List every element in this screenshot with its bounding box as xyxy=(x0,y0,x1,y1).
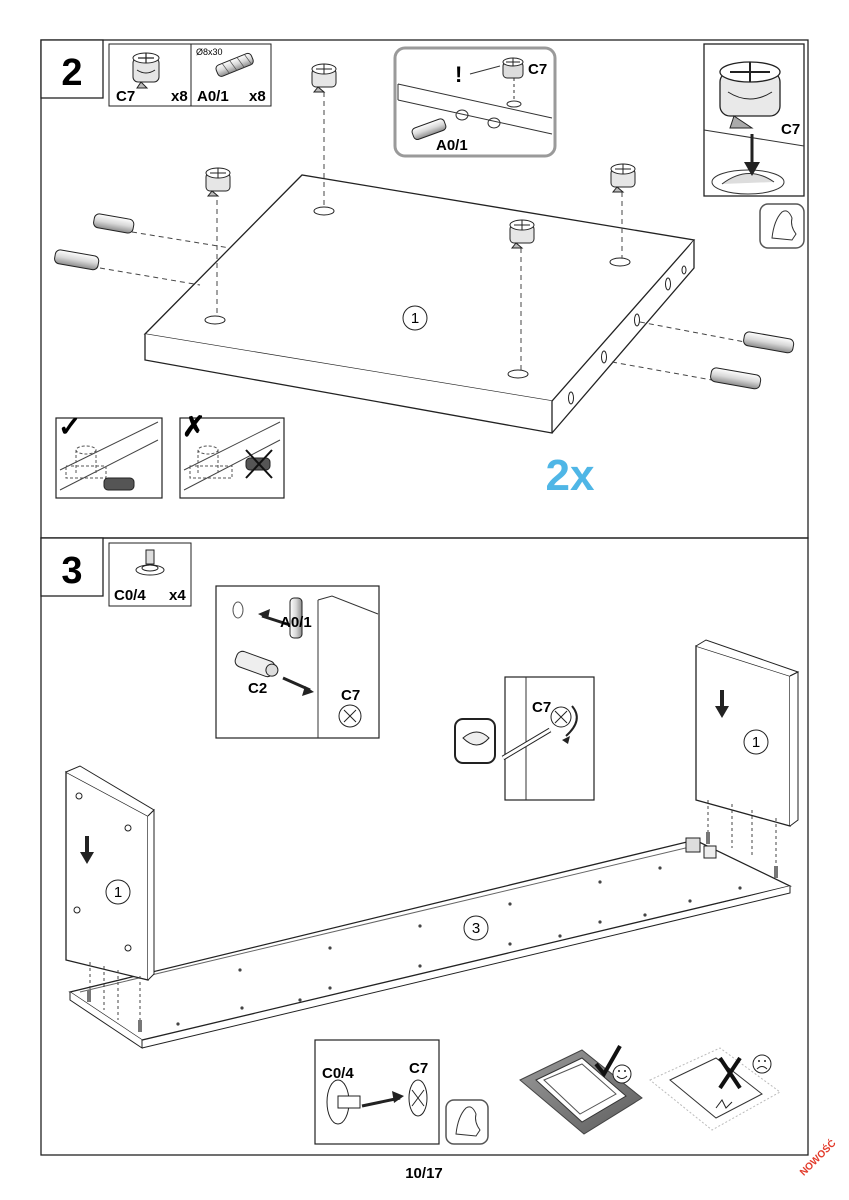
step-2-part-qty-2: x8 xyxy=(249,88,266,105)
step-3-number-box xyxy=(40,537,104,597)
dowel-parts xyxy=(54,213,795,390)
inset-dowel-label: A0/1 xyxy=(280,614,312,631)
step-2-section: 2 C7 x8 Ø8x30 A0/1 x8 xyxy=(40,39,809,539)
leveler-inset: C0/4 C7 xyxy=(314,1039,440,1145)
leveler-foot-icon xyxy=(135,549,165,576)
cam-detail-box: C7 xyxy=(703,43,805,197)
right-panel-label: 1 xyxy=(752,734,760,751)
right-side-panel: 1 xyxy=(685,639,800,878)
screwdriver-inset: C7 xyxy=(501,676,595,801)
panel-1-label: 1 xyxy=(411,310,419,327)
step-2-number-box xyxy=(40,39,104,99)
correct-mark: ✓ xyxy=(58,411,81,442)
step-2-part-qty-1: x8 xyxy=(171,88,188,105)
bottom-cam-label: C7 xyxy=(409,1060,428,1077)
step-3-border xyxy=(40,537,809,1156)
connector-inset: A0/1 C2 C7 xyxy=(215,585,380,739)
inset-connector-label: C2 xyxy=(248,680,267,697)
dowel-icon xyxy=(215,52,254,77)
step-3-section: 3 C0/4 x4 A0/1 C2 xyxy=(40,537,809,1156)
detail-cam-label: C7 xyxy=(781,121,800,138)
hand-tool-icon xyxy=(759,203,805,249)
hand-tool-icon-step3 xyxy=(445,1099,489,1145)
screwdriver-tool-icon xyxy=(454,718,496,764)
base-panel-label: 3 xyxy=(472,920,480,937)
screwdriver-cam-label: C7 xyxy=(532,699,551,716)
left-side-panel: 1 xyxy=(65,765,155,1032)
assemble-on-rug-good xyxy=(519,1045,643,1135)
repeat-multiplier: 2x xyxy=(546,451,595,500)
incorrect-mark: ✗ xyxy=(182,411,205,442)
new-product-badge: NOWOŚĆ xyxy=(797,1137,839,1179)
correct-dowel-inset: ✓ xyxy=(55,411,163,499)
panel-1-board: 1 xyxy=(143,174,696,434)
step-2-guide-lines xyxy=(99,92,746,381)
cam-lock-icon xyxy=(132,52,160,89)
step-2-part-code-1: C7 xyxy=(116,88,135,105)
page-number: 10/17 xyxy=(405,1165,443,1182)
callout-cam-label: C7 xyxy=(528,61,547,78)
panel-3-base: 3 xyxy=(68,839,792,1049)
step-3-part-qty-1: x4 xyxy=(169,587,186,604)
assemble-on-bare-floor-bad xyxy=(649,1047,781,1131)
cam-lock-parts xyxy=(205,63,636,249)
step-2-dowel-size: Ø8x30 xyxy=(196,47,223,57)
callout-dowel xyxy=(411,118,447,141)
bottom-foot-label: C0/4 xyxy=(322,1065,354,1082)
callout-dowel-label: A0/1 xyxy=(436,137,468,154)
warning-mark: ! xyxy=(455,62,462,87)
step-3-number: 3 xyxy=(61,550,82,592)
step-3-part-code-1: C0/4 xyxy=(114,587,146,604)
step-3-parts-box: C0/4 x4 xyxy=(108,542,192,607)
incorrect-dowel-inset: ✗ xyxy=(179,411,285,499)
inset-cam-label: C7 xyxy=(341,687,360,704)
step-2-part-code-2: A0/1 xyxy=(197,88,229,105)
right-connector-part xyxy=(685,837,717,859)
left-panel-label: 1 xyxy=(114,884,122,901)
step-2-number: 2 xyxy=(61,52,82,94)
step-2-parts-box: C7 x8 Ø8x30 A0/1 x8 xyxy=(108,43,272,107)
cam-orientation-callout: ! C7 A0/1 xyxy=(393,46,557,158)
